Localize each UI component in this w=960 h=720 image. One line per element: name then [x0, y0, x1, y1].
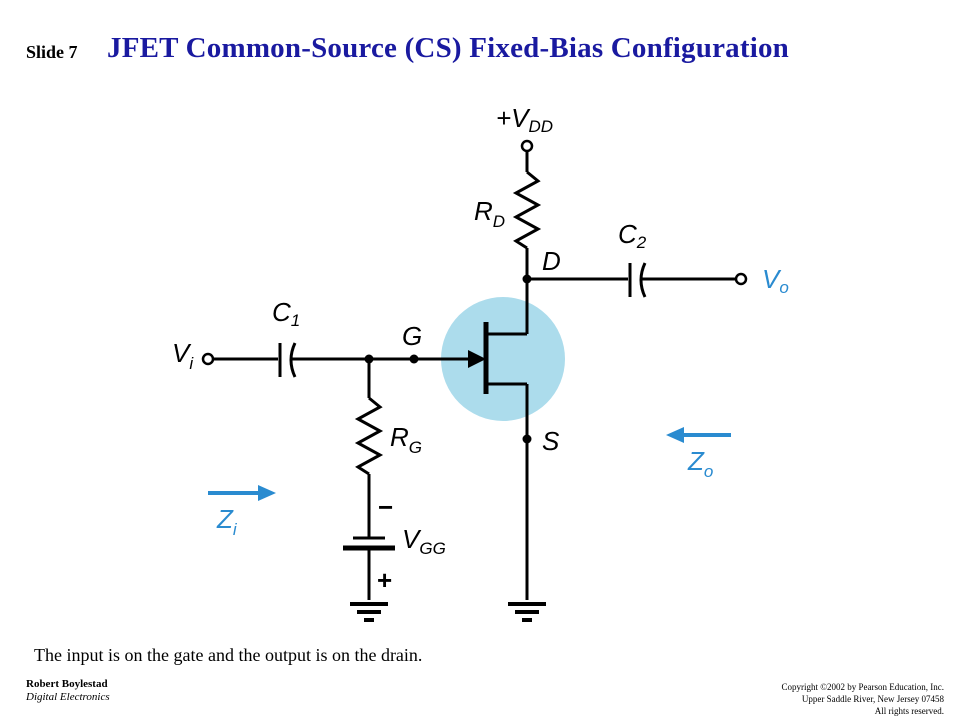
slide-title: JFET Common-Source (CS) Fixed-Bias Confi… — [107, 32, 789, 64]
vgg-plus-label: + — [377, 565, 392, 595]
copyright-line: Copyright ©2002 by Pearson Education, In… — [781, 682, 944, 692]
rd-label: RD — [474, 196, 505, 231]
ground-symbol — [508, 602, 546, 622]
vdd-label: +VDD — [496, 103, 553, 136]
zi-label: Zi — [216, 504, 238, 539]
vgg-label: VGG — [402, 524, 446, 558]
source-node — [522, 434, 532, 444]
vi-label: Vi — [172, 338, 194, 373]
zo-label: Zo — [687, 446, 713, 481]
vi-terminal — [201, 352, 215, 366]
vgg-minus-label: − — [378, 492, 393, 522]
c2-label: C2 — [618, 219, 647, 252]
source-label: S — [542, 426, 560, 456]
vdd-terminal — [520, 139, 534, 153]
vo-label: Vo — [762, 264, 789, 297]
book-title: Digital Electronics — [26, 691, 110, 703]
copyright-line: All rights reserved. — [874, 706, 944, 716]
jfet-circuit-diagram: +VDD RD D C2 Vo C1 Vi G RG S Zo Zi VGG −… — [172, 103, 789, 622]
ground-symbol — [350, 602, 388, 622]
caption: The input is on the gate and the output … — [34, 645, 423, 665]
zo-arrow — [666, 427, 731, 443]
zi-arrow — [208, 485, 276, 501]
rd-resistor — [512, 170, 542, 250]
gate-label: G — [402, 321, 422, 351]
drain-label: D — [542, 246, 561, 276]
slide-number: Slide 7 — [26, 42, 78, 62]
rg-label: RG — [390, 422, 422, 457]
copyright-line: Upper Saddle River, New Jersey 07458 — [801, 694, 944, 704]
copyright-block: Copyright ©2002 by Pearson Education, In… — [781, 681, 944, 717]
author-block: Robert Boylestad Digital Electronics — [26, 678, 110, 704]
vo-terminal — [734, 272, 748, 286]
jfet-highlight-circle — [441, 297, 565, 421]
c1-label: C1 — [272, 297, 300, 330]
rg-resistor — [354, 396, 384, 476]
author-name: Robert Boylestad — [26, 678, 108, 690]
gate-arrow — [468, 350, 486, 368]
